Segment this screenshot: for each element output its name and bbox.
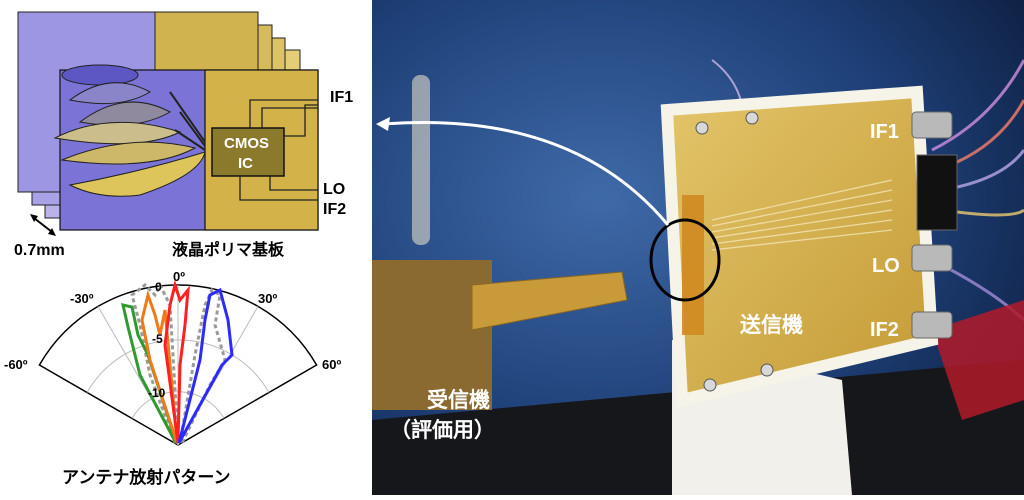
radial-label-neg5: -5 — [152, 332, 163, 346]
trace-blue — [177, 287, 234, 444]
receiver-horn — [372, 75, 628, 410]
trace-red — [163, 279, 190, 444]
tx-if2-label: IF2 — [870, 319, 899, 341]
radial-label-neg10: -10 — [148, 386, 166, 400]
radial-label-0: 0 — [155, 280, 162, 294]
angle-label-0: 0º — [173, 269, 185, 284]
module-diagram: CMOS IC IF1 LO IF2 0.7mm 液晶ポリマ基板 — [0, 0, 372, 265]
radiation-pattern-plot: 0º 30º -30º 60º -60º 0 -5 -10 アンテナ放射パターン — [0, 265, 372, 495]
tx-lo-label: LO — [872, 255, 900, 277]
trace-orange — [140, 289, 179, 444]
board-screws — [695, 111, 774, 392]
thickness-label: 0.7mm — [14, 242, 65, 259]
polar-plot-svg: 0º 30º -30º 60º -60º 0 -5 -10 アンテナ放射パターン — [4, 269, 341, 487]
angle-label-30: 30º — [258, 291, 277, 306]
front-layer — [30, 64, 319, 236]
tx-if1-label: IF1 — [870, 121, 899, 143]
photo-svg: IF1 LO IF2 送信機 受信機 （評価用） — [372, 0, 1024, 495]
port-if2-label: IF2 — [323, 201, 346, 218]
chip-label-line1: CMOS — [224, 135, 269, 152]
hardware-photo: IF1 LO IF2 送信機 受信機 （評価用） — [372, 0, 1024, 495]
rx-label-line1: 受信機 — [427, 388, 490, 412]
trace-gray — [130, 281, 180, 444]
transmitter-board — [660, 85, 939, 408]
port-if1-label: IF1 — [330, 89, 353, 106]
cmos-ic-chip — [211, 127, 285, 177]
angle-label-neg30: -30º — [70, 291, 94, 306]
pattern-caption: アンテナ放射パターン — [62, 467, 230, 487]
pattern-traces — [121, 279, 234, 444]
angle-label-60: 60º — [322, 357, 341, 372]
antenna-highlight-circle — [649, 218, 721, 302]
substrate-label: 液晶ポリマ基板 — [172, 240, 285, 259]
board-connectors — [911, 111, 958, 339]
tx-label: 送信機 — [740, 313, 803, 337]
module-diagram-svg: CMOS IC IF1 LO IF2 0.7mm 液晶ポリマ基板 — [14, 11, 353, 259]
chip-label-line2: IC — [238, 155, 253, 172]
callout-arrow — [383, 120, 670, 226]
trace-green — [121, 303, 178, 444]
rx-label-line2: （評価用） — [390, 418, 495, 442]
angle-label-neg60: -60º — [4, 357, 28, 372]
port-lo-label: LO — [323, 181, 345, 198]
callout-arrowhead — [376, 117, 390, 131]
board-traces — [711, 179, 893, 251]
